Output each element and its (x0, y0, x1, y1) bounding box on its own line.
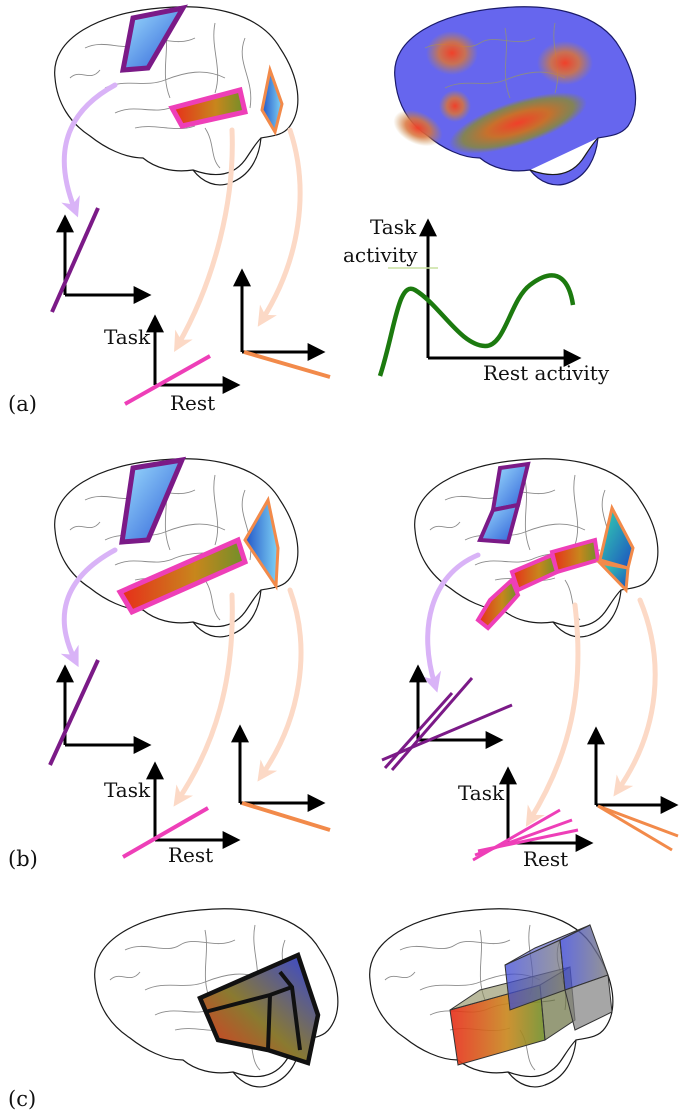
curved-arrow-peach-1 (525, 602, 581, 827)
fit-line-pink (122, 806, 209, 859)
region-parietal (119, 4, 188, 73)
panel-c: (c) (8, 908, 614, 1111)
curved-arrow-peach-2 (613, 597, 658, 797)
fit-line-pink (124, 354, 211, 406)
region-temporal (116, 536, 249, 616)
curved-arrow-peach-1 (174, 127, 235, 352)
fit-line-orange (597, 804, 673, 852)
task-label: Task (104, 325, 151, 349)
fit-line-orange (597, 804, 679, 838)
rest-label: Rest (170, 391, 215, 415)
curved-arrow-lilac (421, 552, 481, 693)
fit-line-purple (50, 207, 100, 313)
region-3d-boxes (449, 924, 613, 1066)
curved-arrow-lilac (60, 547, 118, 668)
task-label: Task (104, 778, 151, 802)
green-curve (377, 273, 576, 377)
rest-label: Rest (523, 847, 568, 871)
task-activity-label-2: activity (343, 243, 418, 267)
panel-label-b: (b) (8, 847, 38, 871)
curved-arrow-peach-1 (173, 592, 235, 807)
region-occipital-sub-2 (595, 560, 630, 594)
region-temporal-sub-3 (549, 537, 601, 575)
region-parietal-sub-2 (477, 502, 521, 545)
task-label: Task (458, 781, 505, 805)
region-parietal (119, 456, 187, 545)
task-activity-label-1: Task (370, 215, 417, 239)
fit-line-orange (241, 801, 331, 832)
region-occipital (260, 64, 284, 136)
fit-line-pink (477, 828, 579, 853)
curved-arrow-peach-2 (257, 127, 303, 327)
rest-activity-label: Rest activity (483, 361, 610, 385)
region-occipital (243, 495, 280, 591)
fit-line-purple (48, 659, 100, 766)
brain-outline (54, 6, 299, 186)
fit-line-orange (243, 350, 331, 379)
region-temporal-sub-1 (475, 576, 521, 631)
fit-line-purple (381, 703, 513, 762)
region-temporal (168, 86, 248, 129)
subdivision-line (278, 970, 302, 1051)
subdivision-line (266, 994, 272, 1051)
panel-a: Task Rest Task activity Rest activity ( (8, 4, 637, 416)
panel-label-c: (c) (8, 1087, 36, 1111)
panel-label-a: (a) (8, 392, 37, 416)
panel-b: Task Rest Task Rest (b) (8, 456, 679, 871)
fit-line-purple (390, 677, 474, 771)
curved-arrow-peach-2 (257, 587, 304, 782)
rest-label: Rest (168, 843, 213, 867)
curved-arrow-lilac (61, 82, 118, 218)
brain-heatmap (393, 6, 637, 186)
